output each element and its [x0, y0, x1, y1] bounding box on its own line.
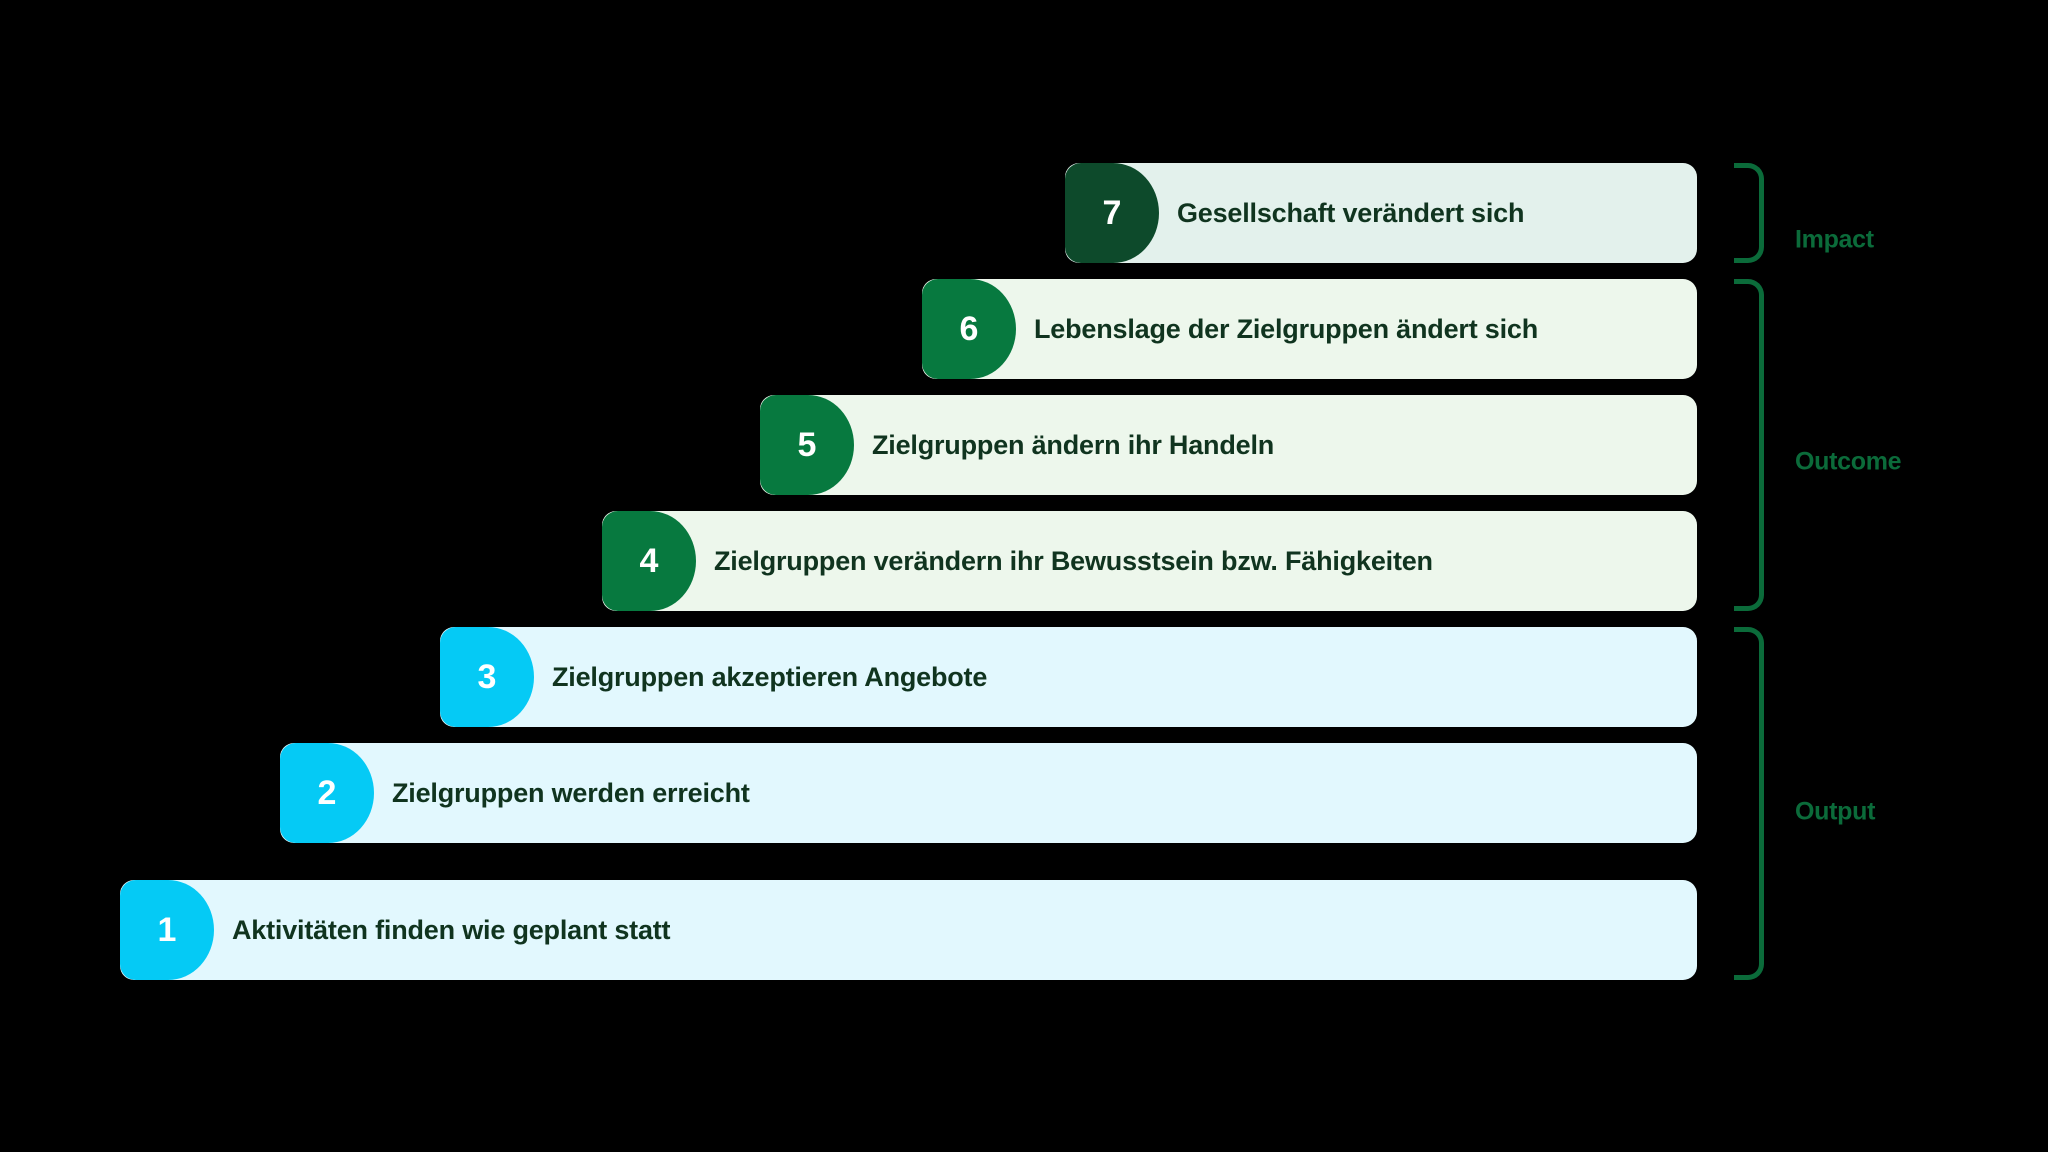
- step-number-badge: 5: [760, 395, 854, 495]
- group-bracket: [1734, 163, 1764, 263]
- group-bracket: [1734, 279, 1764, 611]
- step-label: Gesellschaft verändert sich: [1177, 197, 1525, 228]
- step-row[interactable]: 6 Lebenslage der Zielgruppen ändert sich: [922, 279, 1697, 379]
- step-number-badge: 6: [922, 279, 1016, 379]
- step-number-badge: 4: [602, 511, 696, 611]
- step-label: Aktivitäten finden wie geplant statt: [232, 914, 671, 945]
- group-label: Impact: [1795, 225, 1874, 254]
- step-row[interactable]: 4 Zielgruppen verändern ihr Bewusstsein b…: [602, 511, 1697, 611]
- group-label: Output: [1795, 797, 1876, 826]
- step-row[interactable]: 3 Zielgruppen akzeptieren Angebote: [440, 627, 1697, 727]
- step-row[interactable]: 2 Zielgruppen werden erreicht: [280, 743, 1697, 843]
- step-row[interactable]: 1 Aktivitäten finden wie geplant statt: [120, 880, 1697, 980]
- step-number-badge: 7: [1065, 163, 1159, 263]
- step-row[interactable]: 5 Zielgruppen ändern ihr Handeln: [760, 395, 1697, 495]
- step-label: Zielgruppen ändern ihr Handeln: [872, 429, 1275, 460]
- step-label: Zielgruppen werden erreicht: [392, 777, 750, 808]
- group-bracket: [1734, 627, 1764, 980]
- step-number-badge: 3: [440, 627, 534, 727]
- step-number-badge: 1: [120, 880, 214, 980]
- step-number-badge: 2: [280, 743, 374, 843]
- step-row[interactable]: 7 Gesellschaft verändert sich: [1065, 163, 1697, 263]
- step-label: Zielgruppen verändern ihr Bewusstsein bz…: [714, 545, 1433, 576]
- group-label: Outcome: [1795, 447, 1902, 476]
- step-label: Lebenslage der Zielgruppen ändert sich: [1034, 313, 1539, 344]
- step-label: Zielgruppen akzeptieren Angebote: [552, 661, 988, 692]
